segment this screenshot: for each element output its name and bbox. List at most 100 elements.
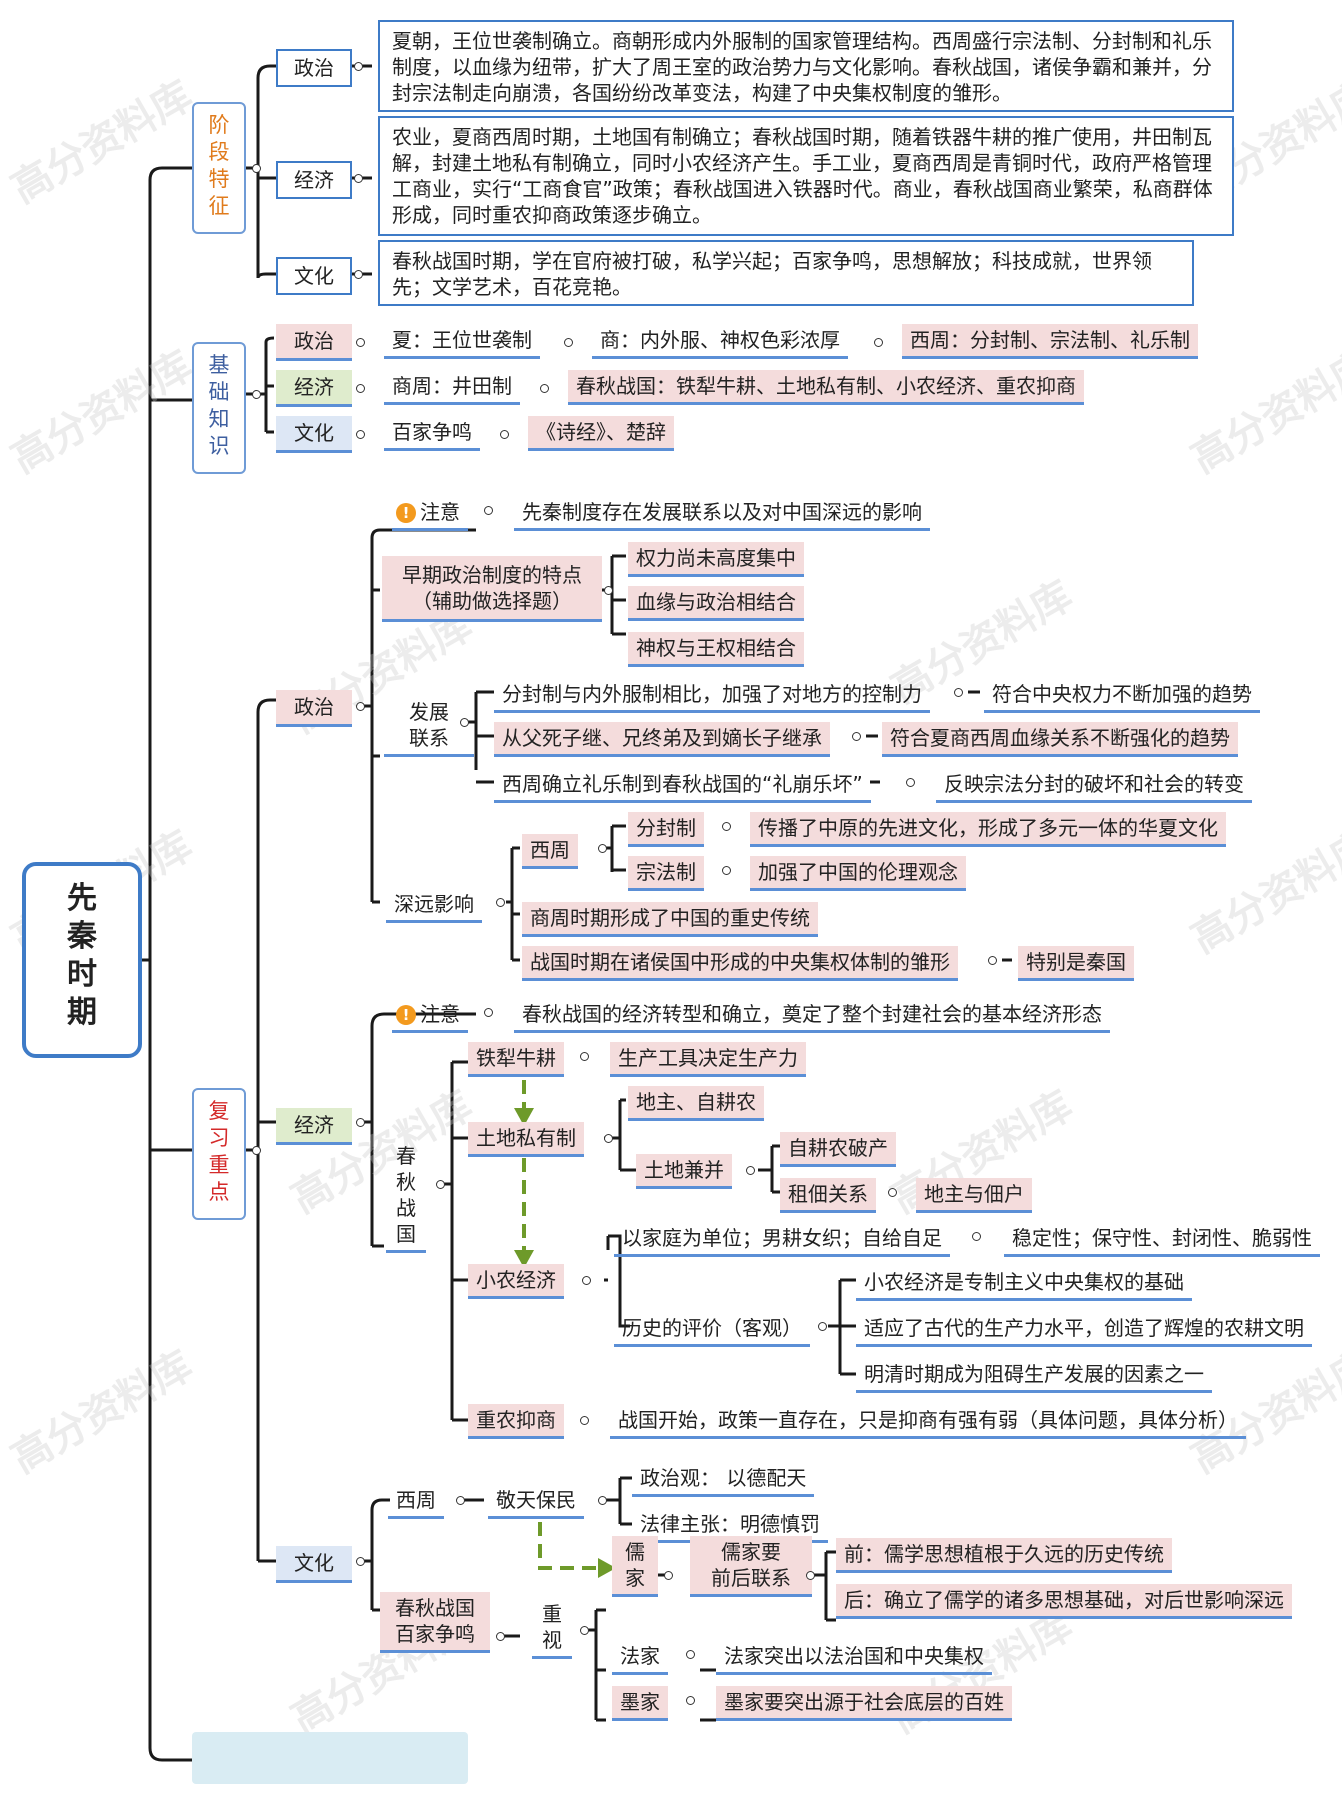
collapse-toggle[interactable] [356,702,365,711]
agriculture-over-commerce-result[interactable]: 战国开始，政策一直存在，只是抑商有强有弱（具体问题，具体分析） [610,1404,1246,1439]
collapse-toggle[interactable] [356,338,365,347]
s2-politics-item[interactable]: 商：内外服、神权色彩浓厚 [592,324,848,359]
collapse-toggle[interactable] [686,1650,695,1659]
farmer-bankrupt[interactable]: 自耕农破产 [780,1132,896,1167]
dev-item[interactable]: 西周确立礼乐制到春秋战国的“礼崩乐坏” [494,768,871,803]
impact-fenfeng[interactable]: 分封制 [628,812,704,847]
s2-politics-label[interactable]: 政治 [276,324,352,361]
collapse-toggle[interactable] [496,1632,505,1641]
collapse-toggle[interactable] [906,778,915,787]
collapse-toggle[interactable] [436,1180,445,1189]
evaluation-item[interactable]: 小农经济是专制主义中央集权的基础 [856,1266,1192,1301]
s2-culture-item[interactable]: 《诗经》、楚辞 [528,416,674,451]
collapse-toggle[interactable] [460,718,469,727]
s2-politics-item[interactable]: 西周：分封制、宗法制、礼乐制 [902,324,1198,359]
collapse-toggle[interactable] [540,384,549,393]
evaluation-item[interactable]: 适应了古代的生产力水平，创造了辉煌的农耕文明 [856,1312,1312,1347]
dev-result[interactable]: 反映宗法分封的破坏和社会的转变 [936,768,1252,803]
collapse-toggle[interactable] [604,1134,613,1143]
collapse-toggle[interactable] [356,1557,365,1566]
collapse-toggle[interactable] [580,1416,589,1425]
private-land[interactable]: 土地私有制 [468,1122,584,1157]
collapse-toggle[interactable] [664,1571,673,1580]
section-stage-features[interactable]: 阶 段 特 征 [192,102,246,234]
s2-culture-item[interactable]: 百家争鸣 [384,416,480,451]
legalism[interactable]: 法家 [612,1640,668,1675]
confucian-after[interactable]: 后：确立了儒学的诸多思想基础，对后世影响深远 [836,1584,1292,1619]
collapse-toggle[interactable] [972,1232,981,1241]
collapse-toggle[interactable] [456,1496,465,1505]
development-link[interactable]: 发展 联系 [384,696,474,757]
economy-note[interactable]: !注意 [392,998,468,1033]
legalism-point[interactable]: 法家突出以法治国和中央集权 [716,1640,992,1675]
impact-fenfeng-result[interactable]: 传播了中原的先进文化，形成了多元一体的华夏文化 [750,812,1226,847]
collapse-toggle[interactable] [252,164,261,173]
collapse-toggle[interactable] [722,822,731,831]
far-reaching-impact[interactable]: 深远影响 [386,888,482,923]
s1-culture-label[interactable]: 文化 [276,257,352,295]
early-feature-item[interactable]: 血缘与政治相结合 [628,586,804,621]
mohism-point[interactable]: 墨家要突出源于社会底层的百姓 [716,1686,1012,1721]
confucian-before[interactable]: 前：儒学思想植根于久远的历史传统 [836,1538,1172,1573]
collapse-toggle[interactable] [564,338,573,347]
evaluation-item[interactable]: 明清时期成为阻碍生产发展的因素之一 [856,1358,1212,1393]
root-node[interactable]: 先 秦 时 期 [22,862,142,1058]
politics-note-text[interactable]: 先秦制度存在发展联系以及对中国深远的影响 [514,496,930,531]
agriculture-over-commerce[interactable]: 重农抑商 [468,1404,564,1439]
impact-shang[interactable]: 商周时期形成了中国的重史传统 [522,902,818,937]
emphasis[interactable]: 重 视 [532,1598,572,1659]
impact-xizhou[interactable]: 西周 [522,834,578,869]
collapse-toggle[interactable] [806,1571,815,1580]
chunqiu-hundred-schools[interactable]: 春秋战国 百家争鸣 [380,1592,490,1653]
collapse-toggle[interactable] [356,1118,365,1127]
impact-zhanguo-result[interactable]: 特别是秦国 [1018,946,1134,981]
collapse-toggle[interactable] [484,506,493,515]
historical-evaluation[interactable]: 历史的评价（客观） [614,1312,810,1347]
tenancy[interactable]: 租佃关系 [780,1178,876,1213]
collapse-toggle[interactable] [252,1146,261,1155]
small-peasant-nature[interactable]: 稳定性；保守性、封闭性、脆弱性 [1004,1222,1320,1257]
iron-plough[interactable]: 铁犁牛耕 [468,1042,564,1077]
collapse-toggle[interactable] [988,956,997,965]
confucianism[interactable]: 儒 家 [612,1536,658,1597]
collapse-toggle[interactable] [484,1008,493,1017]
collapse-toggle[interactable] [598,1496,607,1505]
politics-note[interactable]: !注意 [392,496,468,531]
collapse-toggle[interactable] [580,1626,589,1635]
collapse-toggle[interactable] [582,1276,591,1285]
collapse-toggle[interactable] [580,1052,589,1061]
dev-item[interactable]: 从父死子继、兄终弟及到嫡长子继承 [494,722,830,757]
s3-politics-label[interactable]: 政治 [276,690,352,727]
s1-economy-label[interactable]: 经济 [276,161,352,199]
collapse-toggle[interactable] [888,1188,897,1197]
collapse-toggle[interactable] [954,688,963,697]
early-feature-item[interactable]: 权力尚未高度集中 [628,542,804,577]
collapse-toggle[interactable] [604,586,613,595]
collapse-toggle[interactable] [252,390,261,399]
s2-economy-item[interactable]: 春秋战国：铁犁牛耕、土地私有制、小农经济、重农抑商 [568,370,1084,405]
s2-economy-label[interactable]: 经济 [276,370,352,407]
collapse-toggle[interactable] [356,384,365,393]
collapse-toggle[interactable] [722,866,731,875]
mohism[interactable]: 墨家 [612,1686,668,1721]
early-feature-item[interactable]: 神权与王权相结合 [628,632,804,667]
political-view[interactable]: 政治观： 以德配天 [632,1462,815,1497]
collapse-toggle[interactable] [818,1322,827,1331]
collapse-toggle[interactable] [356,430,365,439]
dev-result[interactable]: 符合夏商西周血缘关系不断强化的趋势 [882,722,1238,757]
collapse-toggle[interactable] [874,338,883,347]
collapse-toggle[interactable] [354,270,363,279]
culture-xizhou[interactable]: 西周 [388,1484,444,1519]
small-peasant-feature[interactable]: 以家庭为单位；男耕女织；自给自足 [614,1222,950,1257]
impact-zongfa-result[interactable]: 加强了中国的伦理观念 [750,856,966,891]
impact-zhanguo[interactable]: 战国时期在诸侯国中形成的中央集权体制的雏形 [522,946,958,981]
s2-politics-item[interactable]: 夏：王位世袭制 [384,324,540,359]
collapse-toggle[interactable] [354,62,363,71]
section-basic-knowledge[interactable]: 基 础 知 识 [192,342,246,474]
impact-zongfa[interactable]: 宗法制 [628,856,704,891]
collapse-toggle[interactable] [496,898,505,907]
collapse-toggle[interactable] [746,1166,755,1175]
dev-item[interactable]: 分封制与内外服制相比，加强了对地方的控制力 [494,678,930,713]
s3-economy-label[interactable]: 经济 [276,1108,352,1145]
collapse-toggle[interactable] [598,844,607,853]
